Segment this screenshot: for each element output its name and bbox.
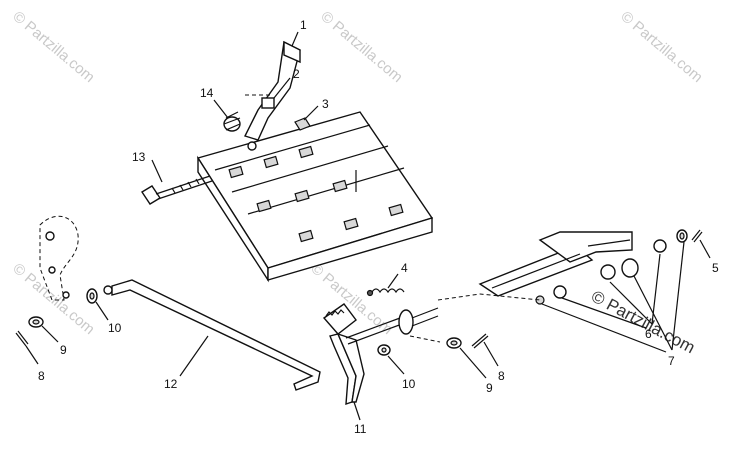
callout-14: 14 bbox=[200, 86, 214, 100]
callout-10-left: 10 bbox=[108, 321, 122, 335]
callout-10-bottom: 10 bbox=[402, 377, 416, 391]
callout-4: 4 bbox=[401, 261, 408, 275]
pedal-part-11 bbox=[322, 303, 439, 405]
hardware-cluster bbox=[223, 94, 311, 132]
callout-9-bottom: 9 bbox=[486, 381, 493, 395]
callout-5: 5 bbox=[712, 261, 719, 275]
watermark-text: © Partzilla.com bbox=[307, 260, 395, 338]
watermark-text: © Partzilla.com bbox=[9, 8, 97, 86]
callout-8-left: 8 bbox=[38, 369, 45, 383]
right-assembly bbox=[437, 229, 703, 305]
callout-3: 3 bbox=[322, 97, 329, 111]
left-hardware bbox=[15, 288, 98, 347]
callout-2: 2 bbox=[293, 67, 300, 81]
rod-part-12 bbox=[103, 279, 321, 391]
callout-12: 12 bbox=[164, 377, 178, 391]
callout-1: 1 bbox=[300, 18, 307, 32]
callout-labels: 1 2 3 14 13 4 5 6 7 10 9 8 12 10 11 9 8 bbox=[38, 18, 719, 436]
spring-part-4 bbox=[366, 288, 405, 297]
leader-lines bbox=[25, 31, 711, 421]
bottom-hardware bbox=[377, 333, 489, 356]
bracket-part bbox=[244, 40, 301, 151]
callout-11: 11 bbox=[354, 422, 367, 436]
bolt-part-13 bbox=[141, 175, 213, 205]
running-board bbox=[196, 111, 434, 283]
callout-9-left: 9 bbox=[60, 343, 67, 357]
watermark-text: © Partzilla.com bbox=[317, 8, 405, 86]
callout-7: 7 bbox=[668, 354, 675, 368]
callout-13: 13 bbox=[132, 150, 146, 164]
watermark-text: © Partzilla.com bbox=[617, 8, 705, 86]
left-linkage bbox=[39, 215, 79, 301]
callout-8-bottom: 8 bbox=[498, 369, 505, 383]
watermark-text-large: © Partzilla.com bbox=[588, 287, 698, 358]
callout-6: 6 bbox=[645, 327, 652, 341]
